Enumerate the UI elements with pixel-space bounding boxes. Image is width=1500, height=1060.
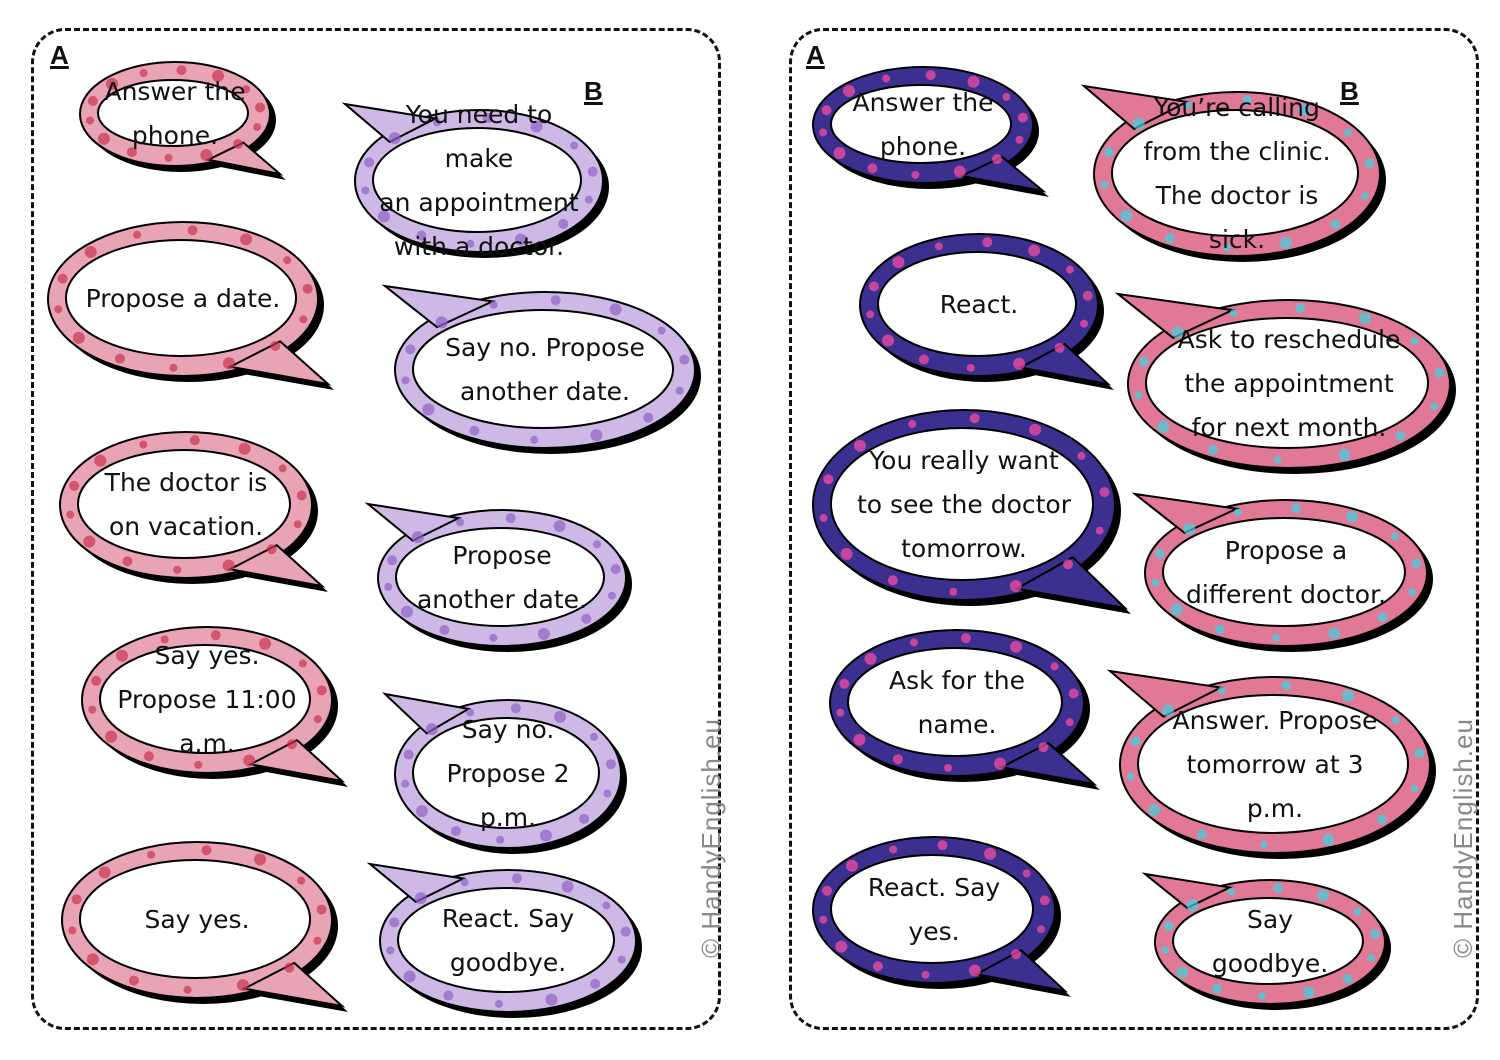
speech-bubble: Propose another date.	[364, 498, 636, 658]
speech-bubble: Propose a date.	[38, 210, 334, 390]
speech-bubble: Say goodbye.	[1141, 868, 1395, 1016]
bubble-shape	[859, 233, 1114, 390]
bubble-shape	[59, 431, 328, 592]
bubble-text: Ask for the name.	[889, 666, 1025, 739]
speech-bubble: Say no. Propose 2 p.m.	[381, 688, 631, 860]
speech-bubble: React. Say yes.	[803, 825, 1071, 997]
copyright-watermark: © HandyEnglish.eu	[696, 718, 726, 958]
bubble-shape	[812, 66, 1049, 197]
bubble-text: Say yes.	[144, 905, 250, 934]
bubble-text: Propose another date.	[416, 541, 588, 614]
role-label-b: B	[584, 76, 603, 106]
bubble-shape	[1106, 669, 1436, 859]
bubble-shape	[812, 409, 1131, 614]
bubble-shape	[366, 862, 642, 1018]
bubble-text: Answer. Propose tomorrow at 3 p.m.	[1172, 706, 1378, 823]
bubble-shape	[1141, 872, 1391, 1010]
bubble-shape	[79, 61, 286, 180]
bubble-shape	[341, 102, 609, 258]
bubble-text: You’re calling from the clinic. The doct…	[1143, 93, 1331, 254]
bubble-text: Say no. Propose another date.	[445, 333, 645, 406]
speech-bubble: Answer the phone.	[70, 50, 286, 180]
bubble-text: Ask to reschedule the appointment for ne…	[1177, 325, 1401, 442]
card-left	[31, 28, 721, 1030]
speech-bubble: You need to make an appointment with a d…	[341, 98, 613, 264]
bubble-text: Answer the phone.	[104, 77, 246, 150]
speech-bubble: Say yes.	[52, 830, 348, 1012]
bubble-text: Say no. Propose 2 p.m.	[446, 715, 570, 832]
bubble-text: Say goodbye.	[1211, 905, 1329, 978]
bubble-text: Say yes. Propose 11:00 a.m.	[117, 641, 297, 758]
bubble-shape	[364, 502, 632, 652]
speech-bubble: Say yes. Propose 11:00 a.m.	[72, 615, 348, 787]
bubble-shape	[81, 626, 348, 787]
speech-bubble: Answer the phone.	[803, 55, 1049, 197]
speech-bubble: Answer. Propose tomorrow at 3 p.m.	[1106, 665, 1440, 865]
copyright-watermark: © HandyEnglish.eu	[1448, 718, 1478, 958]
bubble-shape	[1114, 292, 1456, 474]
bubble-shape	[812, 836, 1071, 997]
card-right	[789, 28, 1479, 1030]
speech-bubble: Ask to reschedule the appointment for ne…	[1114, 288, 1460, 480]
role-label-a: A	[50, 40, 69, 70]
bubble-text: Propose a date.	[85, 284, 281, 313]
speech-bubble: React.	[850, 222, 1114, 390]
bubble-text: You really want to see the doctor tomorr…	[856, 446, 1072, 563]
bubble-text: Propose a different doctor.	[1185, 536, 1387, 609]
speech-bubble: You really want to see the doctor tomorr…	[803, 398, 1131, 614]
bubble-shape	[829, 629, 1100, 790]
bubble-text: You need to make an appointment with a d…	[379, 100, 579, 261]
bubble-text: Answer the phone.	[852, 88, 994, 161]
speech-bubble: The doctor is on vacation.	[50, 420, 328, 592]
role-label-b: B	[1340, 76, 1359, 106]
bubble-shape	[61, 841, 348, 1012]
bubble-text: React. Say goodbye.	[441, 904, 575, 977]
role-label-a: A	[806, 40, 825, 70]
bubble-text: React.	[939, 290, 1019, 319]
bubble-shape	[381, 692, 627, 854]
bubble-shape	[1080, 84, 1386, 262]
bubble-shape	[1131, 492, 1433, 652]
speech-bubble: React. Say goodbye.	[366, 858, 646, 1024]
bubble-shape	[47, 221, 334, 390]
bubble-shape	[381, 284, 701, 454]
speech-bubble: You’re calling from the clinic. The doct…	[1080, 80, 1390, 268]
bubble-text: The doctor is on vacation.	[104, 468, 268, 541]
speech-bubble: Ask for the name.	[820, 618, 1100, 790]
bubble-text: React. Say yes.	[867, 873, 1001, 946]
speech-bubble: Propose a different doctor.	[1131, 488, 1437, 658]
speech-bubble: Say no. Propose another date.	[381, 280, 705, 460]
